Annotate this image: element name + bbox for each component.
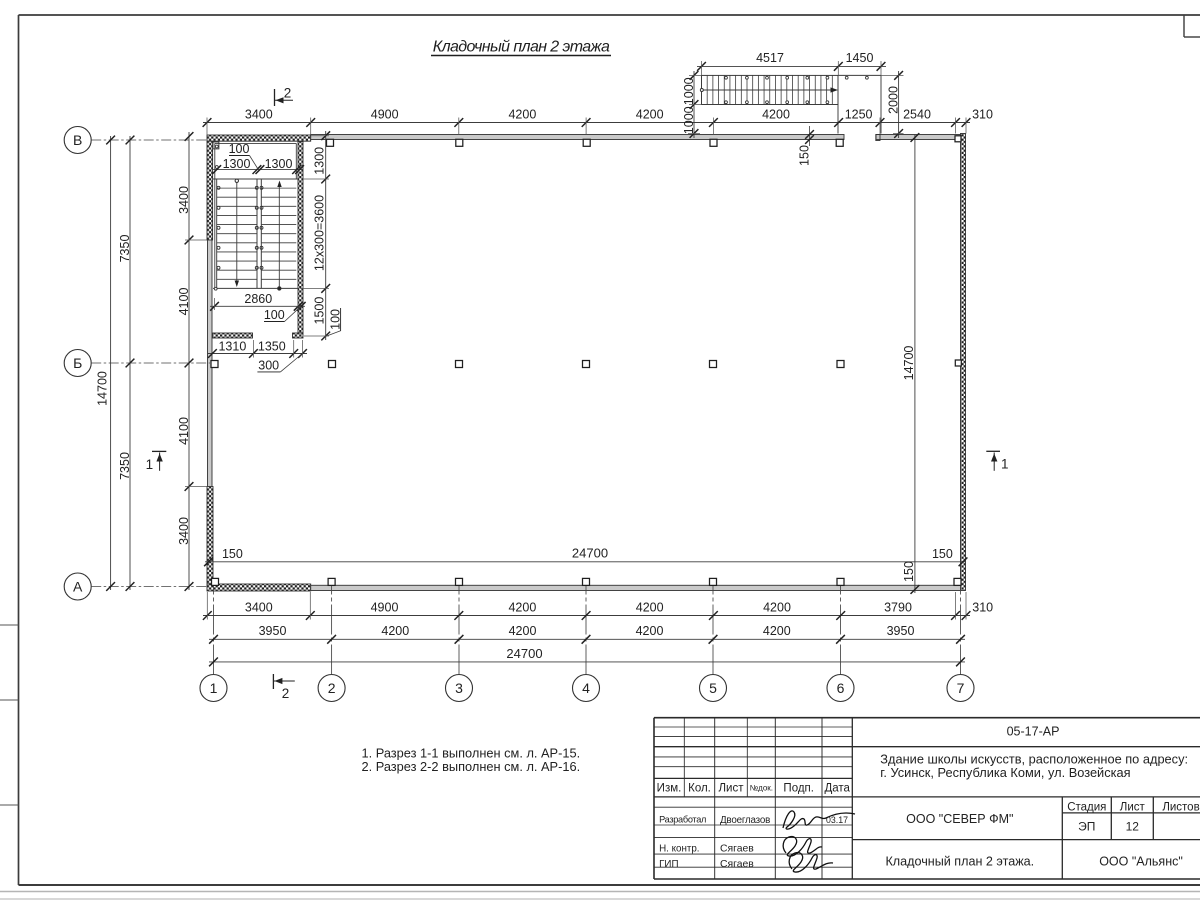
svg-text:Разработал: Разработал bbox=[659, 814, 706, 824]
svg-text:№док.: №док. bbox=[750, 783, 773, 792]
svg-text:3400: 3400 bbox=[177, 186, 191, 214]
svg-text:3950: 3950 bbox=[887, 624, 915, 638]
svg-text:300: 300 bbox=[258, 358, 279, 372]
svg-text:100: 100 bbox=[329, 309, 343, 330]
svg-text:Подп.: Подп. bbox=[783, 782, 814, 794]
svg-text:7350: 7350 bbox=[118, 235, 132, 263]
svg-text:150: 150 bbox=[797, 145, 811, 166]
svg-text:В: В bbox=[73, 132, 82, 148]
svg-text:100: 100 bbox=[229, 142, 250, 156]
svg-text:1310: 1310 bbox=[218, 340, 246, 354]
svg-text:А: А bbox=[73, 578, 83, 594]
svg-text:Н. контр.: Н. контр. bbox=[659, 843, 699, 854]
svg-text:Сягаев: Сягаев bbox=[720, 844, 754, 855]
svg-text:ООО "Альянс": ООО "Альянс" bbox=[1099, 854, 1183, 868]
svg-text:1000: 1000 bbox=[682, 106, 696, 134]
svg-text:100: 100 bbox=[264, 308, 285, 322]
svg-text:4200: 4200 bbox=[508, 107, 536, 121]
svg-text:05-17-АР: 05-17-АР bbox=[1007, 725, 1060, 739]
svg-text:4200: 4200 bbox=[763, 600, 791, 614]
svg-text:4: 4 bbox=[582, 680, 590, 696]
svg-text:14700: 14700 bbox=[96, 371, 110, 406]
svg-text:2: 2 bbox=[284, 86, 292, 101]
svg-text:3400: 3400 bbox=[177, 517, 191, 545]
svg-text:3: 3 bbox=[455, 680, 463, 696]
svg-text:1350: 1350 bbox=[258, 340, 286, 354]
svg-text:4200: 4200 bbox=[636, 107, 664, 121]
svg-text:4200: 4200 bbox=[509, 624, 537, 638]
svg-text:4100: 4100 bbox=[177, 417, 191, 445]
svg-text:2. Разрез 2-2 выполнен см. л.: 2. Разрез 2-2 выполнен см. л. АР-16. bbox=[362, 759, 581, 774]
svg-text:4200: 4200 bbox=[508, 600, 536, 614]
svg-text:Стадия: Стадия bbox=[1067, 801, 1106, 813]
svg-text:Лист: Лист bbox=[719, 782, 745, 794]
svg-text:310: 310 bbox=[972, 107, 993, 121]
svg-text:150: 150 bbox=[222, 547, 243, 561]
svg-text:ГИП: ГИП bbox=[659, 859, 678, 870]
svg-text:7: 7 bbox=[957, 680, 965, 696]
svg-text:4100: 4100 bbox=[177, 288, 191, 316]
svg-text:1000: 1000 bbox=[682, 77, 696, 105]
svg-text:1: 1 bbox=[146, 457, 154, 472]
svg-text:12х300=3600: 12х300=3600 bbox=[312, 195, 326, 271]
svg-text:1. Разрез 1-1 выполнен см. л.: 1. Разрез 1-1 выполнен см. л. АР-15. bbox=[362, 746, 581, 761]
svg-text:Дата: Дата bbox=[824, 782, 850, 794]
svg-text:24700: 24700 bbox=[506, 646, 542, 661]
svg-text:Кладочный план 2 этажа: Кладочный план 2 этажа bbox=[433, 39, 610, 56]
svg-text:12: 12 bbox=[1126, 820, 1140, 834]
svg-text:Двоеглазов: Двоеглазов bbox=[720, 815, 770, 826]
svg-text:03.17: 03.17 bbox=[826, 815, 848, 825]
svg-text:Листов: Листов bbox=[1162, 801, 1199, 813]
svg-text:4200: 4200 bbox=[636, 600, 664, 614]
svg-text:4900: 4900 bbox=[371, 600, 399, 614]
svg-text:4200: 4200 bbox=[763, 624, 791, 638]
svg-text:4200: 4200 bbox=[636, 624, 664, 638]
svg-text:14700: 14700 bbox=[902, 346, 916, 381]
svg-text:4517: 4517 bbox=[756, 51, 784, 65]
svg-text:3790: 3790 bbox=[884, 600, 912, 614]
svg-text:4900: 4900 bbox=[371, 107, 399, 121]
svg-text:Кладочный план 2 этажа.: Кладочный план 2 этажа. bbox=[885, 854, 1034, 868]
svg-text:ЭП: ЭП bbox=[1078, 820, 1095, 834]
svg-text:2: 2 bbox=[328, 680, 336, 696]
svg-text:24700: 24700 bbox=[572, 545, 608, 560]
svg-text:2540: 2540 bbox=[903, 107, 931, 121]
svg-text:Б: Б bbox=[73, 355, 82, 371]
svg-text:Сягаев: Сягаев bbox=[720, 859, 754, 870]
svg-text:1300: 1300 bbox=[223, 157, 251, 171]
svg-text:1450: 1450 bbox=[846, 51, 874, 65]
svg-text:7350: 7350 bbox=[118, 452, 132, 480]
svg-text:Здание школы искусств, располо: Здание школы искусств, расположенное по … bbox=[880, 752, 1188, 767]
svg-text:3400: 3400 bbox=[245, 600, 273, 614]
svg-text:2860: 2860 bbox=[244, 292, 272, 306]
svg-text:6: 6 bbox=[837, 680, 845, 696]
svg-text:150: 150 bbox=[932, 547, 953, 561]
svg-text:1500: 1500 bbox=[312, 297, 326, 325]
svg-text:г. Усинск, Республика Коми, ул: г. Усинск, Республика Коми, ул. Возейска… bbox=[880, 765, 1130, 780]
svg-text:2000: 2000 bbox=[886, 86, 900, 114]
svg-text:Кол.: Кол. bbox=[688, 782, 711, 794]
svg-text:1: 1 bbox=[210, 680, 218, 696]
svg-text:3950: 3950 bbox=[259, 624, 287, 638]
svg-text:4200: 4200 bbox=[762, 107, 790, 121]
svg-text:5: 5 bbox=[709, 680, 717, 696]
svg-text:150: 150 bbox=[902, 561, 916, 582]
svg-text:4200: 4200 bbox=[381, 624, 409, 638]
svg-text:1: 1 bbox=[1001, 457, 1009, 472]
svg-text:310: 310 bbox=[972, 600, 993, 614]
svg-text:Изм.: Изм. bbox=[657, 782, 682, 794]
svg-text:2: 2 bbox=[282, 686, 290, 701]
svg-text:Лист: Лист bbox=[1120, 801, 1146, 813]
svg-text:ООО "СЕВЕР ФМ": ООО "СЕВЕР ФМ" bbox=[906, 812, 1013, 826]
svg-text:1300: 1300 bbox=[312, 147, 326, 175]
svg-text:3400: 3400 bbox=[245, 107, 273, 121]
svg-text:1300: 1300 bbox=[265, 157, 293, 171]
svg-text:1250: 1250 bbox=[845, 107, 873, 121]
